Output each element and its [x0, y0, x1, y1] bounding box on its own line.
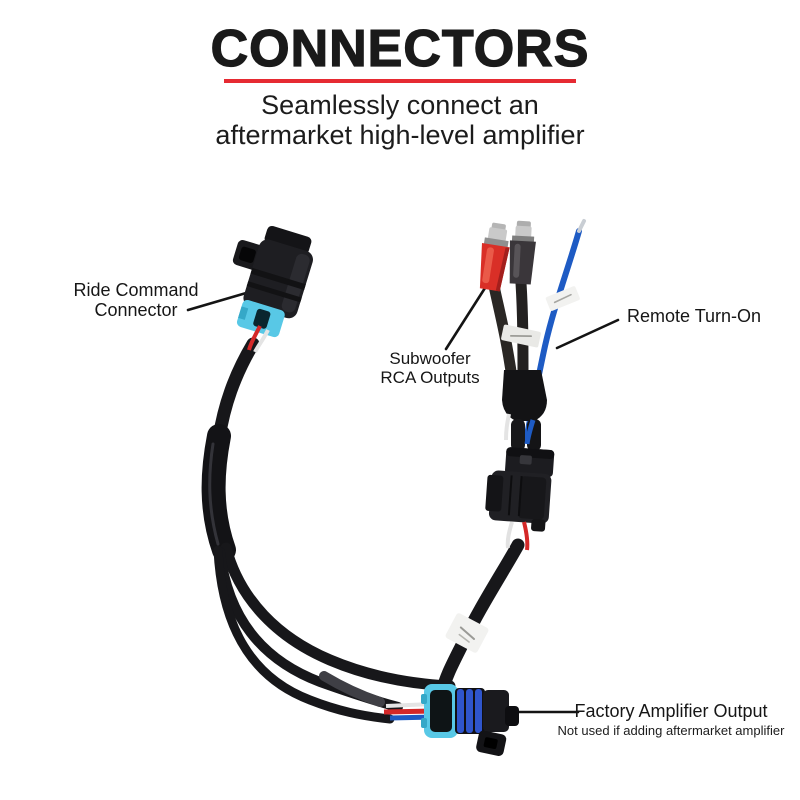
- title-underline: [224, 79, 576, 83]
- cable-path: [435, 538, 525, 699]
- heat-shrink-junction: [201, 424, 236, 562]
- connector-shade: [517, 476, 547, 520]
- white-wire: [253, 329, 270, 353]
- label-tag-print: [458, 633, 470, 643]
- cyan-clip-slot: [253, 308, 271, 329]
- left-harness-cables: [201, 337, 456, 724]
- white-wire: [504, 413, 511, 441]
- connector-latch: [476, 730, 507, 756]
- label-tag-print: [459, 626, 476, 640]
- rca-highlight: [513, 243, 521, 278]
- subwoofer-label: Subwoofer RCA Outputs: [350, 349, 510, 387]
- rca-highlight: [482, 247, 494, 284]
- connector-body: [483, 690, 509, 732]
- cable-label-tag: [445, 613, 489, 653]
- blue-wire-stripped-tip: [577, 219, 586, 233]
- subwoofer-label-line2: RCA Outputs: [380, 368, 480, 387]
- cable-strand-lower: [213, 545, 395, 724]
- subwoofer-leader-line: [444, 286, 487, 351]
- connector-nose: [505, 706, 519, 726]
- blue-seal-rib: [466, 689, 473, 733]
- connector-band: [246, 281, 302, 303]
- rca-collar: [483, 237, 509, 249]
- ride-command-label-line2: Connector: [94, 300, 178, 320]
- blue-seal-rib: [457, 689, 464, 733]
- leader-lines: [186, 286, 620, 714]
- connector-latch-tab: [519, 455, 532, 465]
- latch-hole: [483, 737, 498, 749]
- remote-turn-on-label: Remote Turn-On: [627, 306, 762, 326]
- remote-leader-line: [555, 318, 620, 350]
- factory-output-label-note: Not used if adding aftermarket amplifier: [557, 723, 785, 738]
- connector-band: [250, 267, 306, 290]
- rca-body: [509, 240, 536, 285]
- header: CONNECTORS Seamlessly connect an afterma…: [0, 20, 800, 150]
- subtitle: Seamlessly connect an aftermarket high-l…: [0, 90, 800, 150]
- connector-nub: [531, 519, 546, 532]
- blue-wire-end: [524, 419, 536, 445]
- label-tag-print: [553, 293, 572, 304]
- ride-command-connector: [232, 225, 313, 338]
- rca-braid-left: [488, 280, 518, 384]
- gray-sleeve: [319, 671, 385, 707]
- retainer-notch: [421, 694, 427, 704]
- ride-command-leader-line: [186, 289, 255, 312]
- factory-output-label-title: Factory Amplifier Output: [574, 701, 768, 721]
- ride-command-label: Ride Command Connector: [38, 280, 234, 320]
- cyan-clip-notch: [238, 306, 249, 320]
- connector-rib: [517, 476, 523, 517]
- inline-connector: [485, 447, 555, 532]
- rca-y-boot: [502, 370, 547, 451]
- cable-path: [212, 337, 260, 445]
- connector-shade: [506, 447, 555, 460]
- connector-rib: [507, 475, 513, 516]
- rca-jack-black: [509, 220, 536, 285]
- right-branch-cable: [435, 538, 525, 699]
- y-boot: [502, 370, 547, 421]
- page-title: CONNECTORS: [210, 20, 590, 78]
- retainer-notch: [421, 718, 427, 728]
- heat-shrink-highlight: [208, 442, 220, 546]
- retainer-cavity: [430, 690, 452, 732]
- subtitle-line1: Seamlessly connect an: [261, 90, 539, 120]
- ride-command-label-line1: Ride Command: [73, 280, 199, 300]
- cable-strand-middle: [215, 547, 403, 712]
- wire-label-tag: [545, 286, 580, 311]
- subwoofer-label-line1: Subwoofer: [389, 349, 471, 368]
- factory-output-label: Factory Amplifier Output Not used if add…: [535, 701, 800, 738]
- connector-top-cap: [264, 225, 312, 255]
- tape-band-print: [510, 335, 532, 337]
- red-wire: [247, 325, 262, 351]
- cable-strand-upper: [220, 542, 456, 692]
- blue-seal-rib: [475, 689, 482, 733]
- subtitle-line2: aftermarket high-level amplifier: [215, 120, 585, 150]
- rca-tip: [487, 227, 508, 243]
- connector-wing: [485, 474, 504, 512]
- rca-jack-red: [479, 222, 510, 292]
- tape-band: [501, 324, 541, 348]
- wire-entry-boot: [511, 419, 525, 451]
- factory-output-connector: [383, 684, 519, 756]
- red-wire: [522, 521, 530, 551]
- rca-tip: [515, 225, 532, 239]
- mounting-tab-hole: [238, 246, 256, 263]
- white-wire: [505, 521, 514, 549]
- rca-shade: [495, 247, 510, 292]
